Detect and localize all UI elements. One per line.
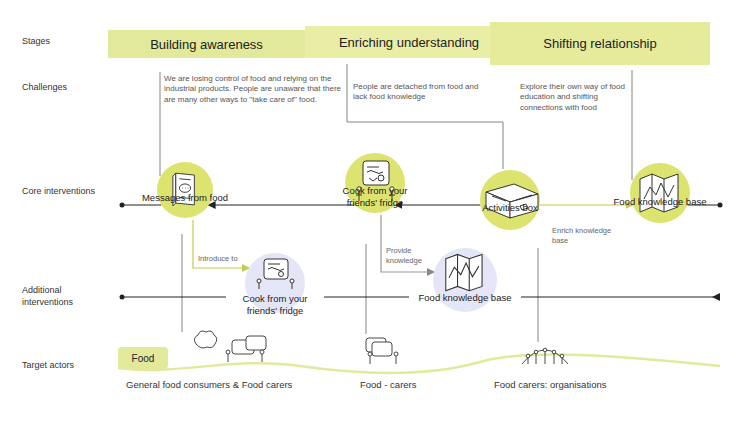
intervention-name: Food knowledge base — [608, 196, 712, 208]
intervention-name: Cook from your friends' fridge — [227, 293, 323, 317]
intervention-name: Messages from food — [135, 192, 235, 204]
stage-title: Building awareness — [146, 37, 267, 52]
row-label: Challenges — [22, 82, 102, 94]
intervention-label: Messages from food — [135, 192, 235, 204]
intervention-label: Food knowledge base — [410, 292, 520, 304]
connector — [209, 205, 355, 206]
intervention-name: Cook from your friends' fridge — [330, 185, 420, 209]
row-label: Stages — [22, 36, 102, 48]
actor-box: Food — [118, 347, 168, 369]
circle-fill — [480, 170, 540, 230]
actor-name: Food carers: organisations — [494, 379, 634, 391]
row-label: Target actors — [22, 360, 102, 372]
stage-title: Shifting relationship — [539, 36, 660, 51]
journey-wave — [118, 354, 720, 373]
map-icon — [630, 163, 690, 223]
stage-band: Building awareness — [108, 30, 305, 58]
timeline — [521, 297, 720, 298]
timeline-dot — [718, 203, 723, 208]
actor-name: Food - carers — [360, 379, 450, 391]
actor-label: Food — [128, 353, 159, 364]
intervention-circle: Food knowledge base — [608, 163, 712, 223]
edge-label: Provide knowledge — [386, 246, 432, 266]
leader-lines — [160, 64, 632, 342]
intervention-circle: Activities box — [470, 170, 550, 230]
timeline — [122, 297, 226, 298]
box-icon — [480, 170, 540, 230]
intervention-circle: Food knowledge base — [410, 248, 520, 312]
stage-band: Enriching understanding — [305, 26, 513, 58]
timeline-dot — [120, 203, 125, 208]
edge-label: Enrich knowledge base — [552, 226, 624, 246]
timeline — [324, 297, 409, 298]
timeline-arrow — [712, 293, 720, 301]
intervention-name: Food knowledge base — [410, 292, 520, 304]
timeline — [122, 205, 161, 206]
challenge-note: Explore their own way of food education … — [520, 82, 626, 113]
challenge-note: People are detached from food and lack f… — [353, 82, 493, 103]
intervention-name: Activities box — [470, 202, 550, 214]
stage-title: Enriching understanding — [335, 35, 483, 50]
circle-fill — [630, 163, 690, 223]
intervention-label: Cook from your friends' fridge — [227, 293, 323, 317]
circle-fill — [157, 162, 213, 218]
intervention-label: Cook from your friends' fridge — [330, 185, 420, 209]
actor-name: General food consumers & Food carers — [126, 379, 326, 391]
intervention-circle: Cook from your friends' fridge — [330, 153, 420, 213]
intervention-circle: Cook from your friends' fridge — [227, 253, 323, 317]
stage-band: Shifting relationship — [490, 22, 710, 65]
intervention-label: Activities box — [470, 202, 550, 214]
timeline-dot — [120, 295, 125, 300]
intervention-label: Food knowledge base — [608, 196, 712, 208]
edge-label: Introduce to — [198, 254, 258, 264]
challenge-note: We are losing control of food and relyin… — [164, 74, 342, 105]
row-label: Additional interventions — [22, 285, 94, 308]
row-label: Core interventions — [22, 186, 112, 198]
intervention-circle: Messages from food — [135, 162, 235, 218]
actor-icons — [194, 331, 568, 364]
connector — [395, 205, 480, 206]
connector — [381, 215, 434, 272]
book-icon — [157, 162, 213, 218]
